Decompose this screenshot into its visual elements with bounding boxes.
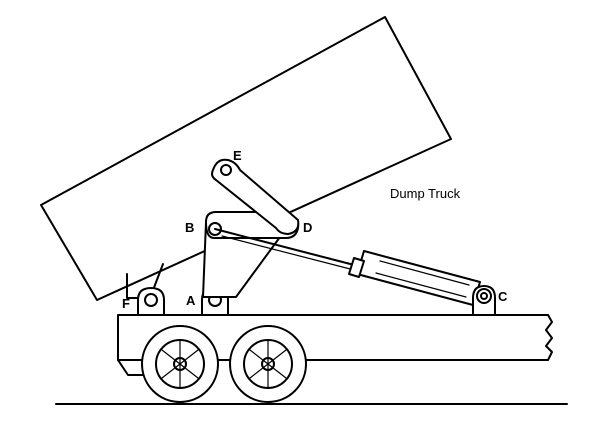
cylinder-line-upper bbox=[379, 260, 470, 286]
pivot-e bbox=[220, 164, 232, 176]
label-b: B bbox=[185, 220, 194, 235]
pivot-f bbox=[144, 293, 158, 307]
chassis-frame bbox=[117, 314, 553, 361]
link-ed bbox=[211, 158, 300, 235]
cylinder-gland bbox=[348, 257, 365, 278]
hydraulic-cylinder bbox=[356, 250, 481, 306]
wheel-front bbox=[141, 325, 219, 403]
dump-bed bbox=[40, 16, 452, 301]
diagram-title: Dump Truck bbox=[390, 186, 461, 201]
chassis-lower-left bbox=[117, 359, 149, 376]
cylinder-line-lower bbox=[375, 272, 467, 298]
pivot-c-inner bbox=[480, 292, 488, 300]
wheel-rear bbox=[229, 325, 307, 403]
label-d: D bbox=[303, 220, 312, 235]
label-c: C bbox=[498, 289, 508, 304]
label-a: A bbox=[186, 293, 196, 308]
piston-rod-lower bbox=[221, 235, 359, 272]
label-e: E bbox=[233, 148, 242, 163]
label-f: F bbox=[122, 296, 130, 311]
